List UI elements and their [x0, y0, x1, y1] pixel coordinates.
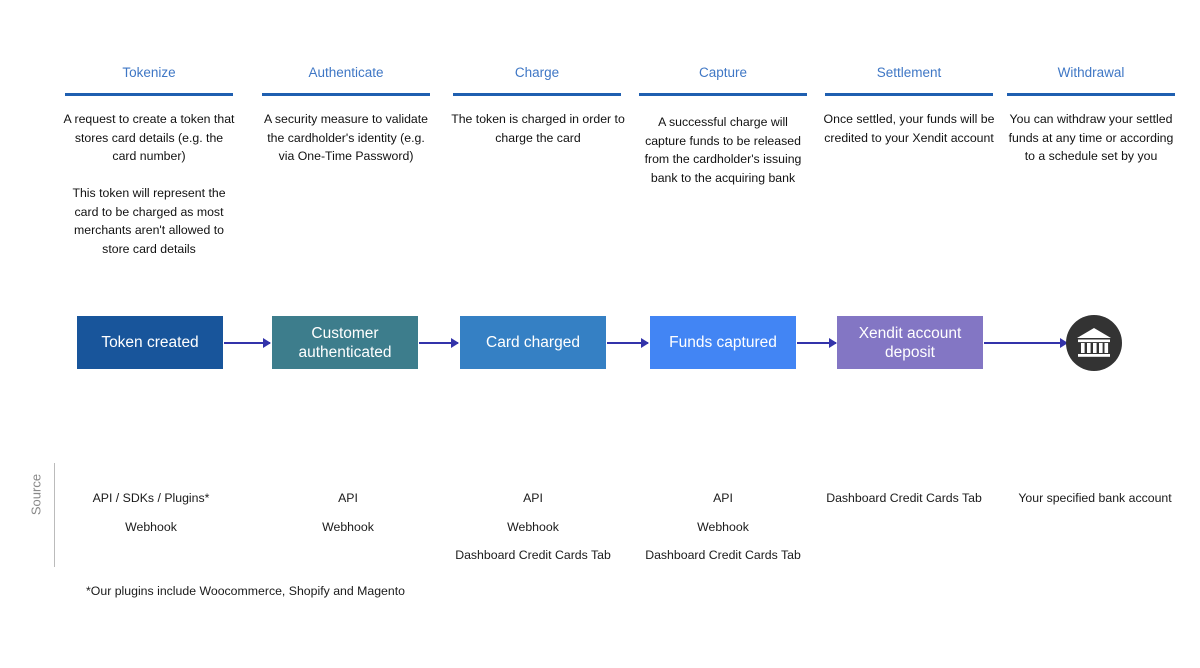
- column-description-settlement: Once settled, your funds will be credite…: [822, 110, 996, 147]
- column-header-settlement: Settlement: [825, 64, 993, 96]
- description-paragraph: A successful charge will capture funds t…: [644, 115, 802, 185]
- flow-step-label: Funds captured: [669, 334, 777, 351]
- column-description-capture: A successful charge will capture funds t…: [636, 113, 810, 187]
- source-item: Webhook: [507, 519, 559, 534]
- column-header-tokenize: Tokenize: [65, 64, 233, 96]
- source-item: Webhook: [322, 519, 374, 534]
- description-paragraph: A request to create a token that stores …: [63, 112, 235, 163]
- column-rule: [825, 93, 993, 96]
- source-divider: [54, 463, 55, 567]
- column-rule: [65, 93, 233, 96]
- flow-step-funds-captured[interactable]: Funds captured: [650, 316, 796, 369]
- flow-step-label: Customer authenticated: [298, 324, 392, 361]
- column-title: Withdrawal: [1057, 65, 1125, 80]
- column-title: Authenticate: [308, 65, 384, 80]
- description-paragraph: The token is charged in order to charge …: [451, 112, 625, 145]
- source-list-withdrawal: Your specified bank account: [1006, 484, 1184, 513]
- source-axis-label: Source: [28, 473, 44, 516]
- source-list-settlement: Dashboard Credit Cards Tab: [815, 484, 993, 513]
- source-item: Dashboard Credit Cards Tab: [645, 548, 801, 562]
- source-item: API: [713, 491, 733, 505]
- column-title: Settlement: [876, 65, 942, 80]
- flow-step-label: Token created: [101, 334, 199, 351]
- description-paragraph: You can withdraw your settled funds at a…: [1008, 112, 1174, 163]
- flow-step-customer-authenticated[interactable]: Customer authenticated: [272, 316, 418, 369]
- flow-step-label: Xendit account deposit: [858, 324, 962, 361]
- column-description-charge: The token is charged in order to charge …: [448, 110, 628, 147]
- source-list-tokenize: API / SDKs / Plugins* Webhook: [62, 484, 240, 541]
- column-description-authenticate: A security measure to validate the cardh…: [259, 110, 433, 166]
- column-rule: [262, 93, 430, 96]
- bank-icon: [1066, 315, 1122, 371]
- source-item: Webhook: [697, 519, 749, 534]
- column-rule: [1007, 93, 1175, 96]
- column-rule: [453, 93, 621, 96]
- flow-arrow-2: [419, 338, 459, 348]
- column-title: Tokenize: [122, 65, 176, 80]
- column-header-charge: Charge: [453, 64, 621, 96]
- flow-step-token-created[interactable]: Token created: [77, 316, 223, 369]
- description-paragraph: Once settled, your funds will be credite…: [823, 112, 995, 145]
- flow-step-label: Card charged: [486, 334, 580, 351]
- description-paragraph: A security measure to validate the cardh…: [263, 112, 429, 163]
- source-item: Your specified bank account: [1018, 491, 1172, 505]
- column-title: Charge: [514, 65, 560, 80]
- description-paragraph: This token will represent the card to be…: [72, 186, 226, 256]
- flow-arrow-1: [224, 338, 271, 348]
- column-description-withdrawal: You can withdraw your settled funds at a…: [1004, 110, 1178, 166]
- column-header-capture: Capture: [639, 64, 807, 96]
- column-header-withdrawal: Withdrawal: [1007, 64, 1175, 96]
- column-description-tokenize: A request to create a token that stores …: [62, 110, 236, 258]
- source-list-authenticate: API Webhook: [259, 484, 437, 541]
- footnote: *Our plugins include Woocommerce, Shopif…: [86, 584, 405, 598]
- source-list-charge: API Webhook Dashboard Credit Cards Tab: [444, 484, 622, 570]
- source-list-capture: API Webhook Dashboard Credit Cards Tab: [634, 484, 812, 570]
- source-item: API: [523, 491, 543, 505]
- flow-arrow-3: [607, 338, 649, 348]
- source-item: API / SDKs / Plugins*: [92, 491, 210, 505]
- flow-step-card-charged[interactable]: Card charged: [460, 316, 606, 369]
- column-header-authenticate: Authenticate: [262, 64, 430, 96]
- source-item: API: [338, 491, 358, 505]
- flow-step-xendit-account-deposit[interactable]: Xendit account deposit: [837, 316, 983, 369]
- source-item: Dashboard Credit Cards Tab: [455, 548, 611, 562]
- column-title: Capture: [698, 65, 748, 80]
- source-item: Webhook: [125, 519, 177, 534]
- source-item: Dashboard Credit Cards Tab: [826, 491, 982, 505]
- flow-arrow-4: [797, 338, 837, 348]
- column-rule: [639, 93, 807, 96]
- flow-arrow-5: [984, 338, 1068, 348]
